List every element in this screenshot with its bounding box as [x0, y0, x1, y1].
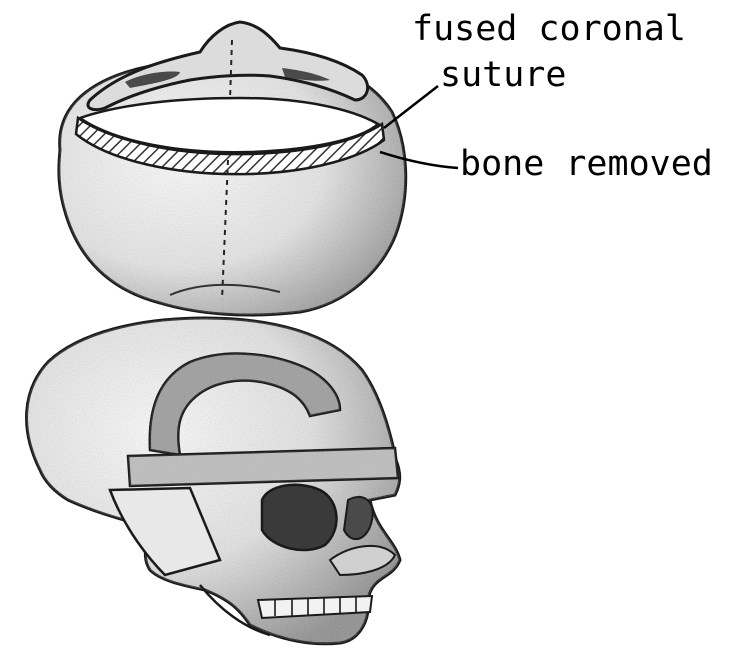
- fused-coronal-suture-label-line1: fused coronal: [412, 10, 686, 48]
- lower-skull: [27, 318, 400, 644]
- eye-socket: [262, 485, 336, 550]
- bone-removed-label: bone removed: [460, 145, 713, 183]
- fused-coronal-suture-label-line2: suture: [440, 56, 566, 94]
- coronal-leader-line: [384, 86, 438, 128]
- skull-cap: [59, 22, 406, 315]
